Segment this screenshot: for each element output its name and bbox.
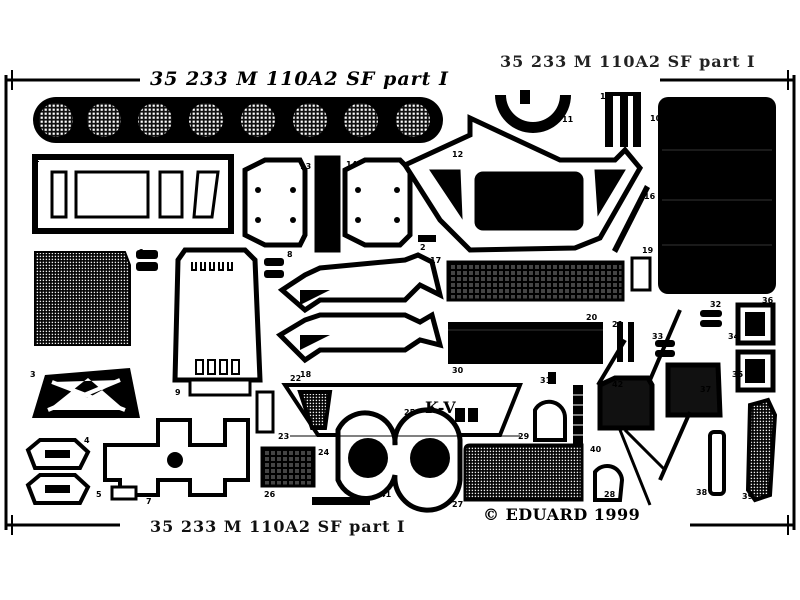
part-number-label: 14 (346, 160, 358, 169)
lamp-guards (25, 438, 91, 505)
fret-title-mirrored-top: 35 233 M 110A2 SF part I (500, 52, 756, 71)
ladder-strip (573, 385, 583, 445)
grid-plate (260, 446, 316, 488)
mesh-grille-left (34, 251, 131, 346)
twin-ring-part (335, 407, 463, 513)
mesh-panel-bottom (463, 443, 584, 502)
part-number-label: 12 (452, 150, 464, 159)
part-number-label: 17 (430, 256, 442, 265)
part-number-label: 13 (300, 162, 312, 171)
part-number-label: 28 (604, 490, 616, 499)
part-number-label: 18 (300, 370, 312, 379)
small-etch-marks (455, 372, 556, 422)
part-number-label: 6 (138, 248, 144, 257)
part-number-label: 39 (742, 492, 754, 501)
part-number-label: 15 (600, 92, 612, 101)
cross-plate (103, 418, 250, 497)
fret-frame (4, 70, 796, 535)
kv-marking: K-V (425, 398, 456, 417)
arc-bracket (495, 90, 571, 133)
part-number-label: 20 (586, 313, 598, 322)
part-number-label: 26 (264, 490, 276, 499)
fret-title-mirrored-bottom: 35 233 M 110A2 SF part I (150, 517, 406, 536)
part-number-label: 30 (452, 366, 464, 375)
small-tabs (617, 322, 634, 362)
part-number-label: 10 (650, 114, 662, 123)
part-number-label: 2 (420, 243, 426, 252)
part-number-label: 37 (700, 385, 712, 394)
part-number-label: 4 (84, 436, 90, 445)
fret-title: 35 233 M 110A2 SF part I (150, 68, 449, 90)
part-number-label: 32 (710, 300, 722, 309)
hinge-plates (242, 155, 413, 253)
part-number-label: 36 (762, 296, 774, 305)
bracket-pair-right (735, 302, 776, 393)
trapezoid-plate (172, 247, 263, 397)
window-frames-right (596, 309, 723, 506)
part-number-label: 23 (278, 432, 290, 441)
long-grille-strips (446, 260, 625, 364)
part-number-label: 38 (696, 488, 708, 497)
part-number-label: 19 (642, 246, 654, 255)
part-number-label: 27 (452, 500, 464, 509)
small-bracket (110, 485, 138, 501)
x-brace-plate (32, 368, 140, 418)
part-number-label: 7 (146, 497, 152, 506)
part-number-label: 24 (318, 448, 330, 457)
part-number-label: 25 (404, 408, 416, 417)
hatch-shield (401, 114, 644, 253)
small-clips (136, 235, 436, 278)
vertical-link (255, 390, 275, 434)
round-grille-strip (33, 97, 443, 143)
part-number-label: 29 (518, 432, 530, 441)
diagonal-strip (612, 185, 650, 253)
part-number-label: 5 (96, 490, 102, 499)
small-round-parts (533, 399, 625, 502)
part-number-label: 21 (612, 320, 624, 329)
copyright-text: © EDUARD 1999 (483, 505, 641, 524)
vertical-strips (605, 92, 641, 147)
part-number-label: 42 (612, 380, 624, 389)
flat-bar (312, 497, 370, 505)
part-number-label: 34 (728, 332, 740, 341)
part-number-label: 33 (652, 332, 664, 341)
part-number-label: 40 (590, 445, 602, 454)
fender-parts (275, 252, 444, 364)
part-number-label: 11 (562, 115, 574, 124)
small-plate (630, 256, 652, 292)
large-armor-panel (658, 97, 776, 294)
part-number-label: 9 (175, 388, 181, 397)
part-number-label: 1 (34, 155, 40, 164)
bottom-right-parts (708, 397, 778, 503)
part-number-label: 16 (644, 192, 656, 201)
part-number-label: 3 (30, 370, 36, 379)
part-number-label: 31 (540, 376, 552, 385)
part-number-label: 8 (287, 250, 293, 259)
part-number-label: 41 (380, 490, 392, 499)
part-number-label: 35 (732, 370, 744, 379)
part-number-label: 22 (290, 374, 302, 383)
window-frame-panel (32, 154, 234, 234)
clip-parts (655, 310, 722, 357)
